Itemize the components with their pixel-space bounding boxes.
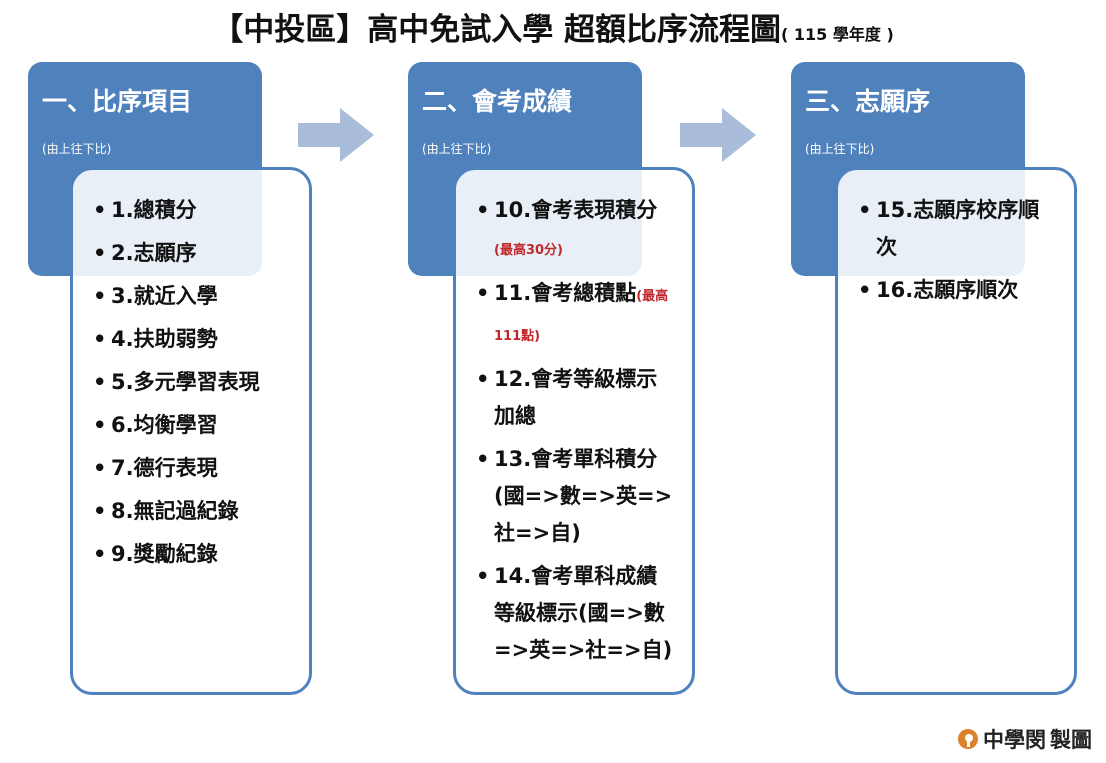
item-text: 15.志願序校序順次 [876, 198, 1040, 259]
item-text: 12.會考等級標示加總 [494, 367, 658, 428]
list-item: 12.會考等級標示加總 [476, 361, 678, 435]
brand-suffix: 製圖 [1050, 728, 1092, 752]
header-title: 一、比序項目 [42, 87, 193, 116]
list-item: 3.就近入學 [93, 278, 295, 315]
list-item: 11.會考總積點(最高111點) [476, 275, 678, 355]
brand-icon [958, 729, 978, 749]
item-text: 9.獎勵紀錄 [111, 542, 218, 566]
list-item: 10.會考表現積分 (最高30分) [476, 192, 678, 269]
arrow-right-icon [680, 108, 756, 162]
list-item: 1.總積分 [93, 192, 295, 229]
list-item: 5.多元學習表現 [93, 364, 295, 401]
list-item: 16.志願序順次 [858, 272, 1060, 309]
item-text: 7.德行表現 [111, 456, 218, 480]
criteria-list: 15.志願序校序順次 16.志願序順次 [838, 170, 1074, 309]
items-box: 10.會考表現積分 (最高30分) 11.會考總積點(最高111點) 12.會考等級標… [453, 167, 695, 695]
brand-logo: 中學閔 製圖 [957, 724, 1092, 754]
brand-name: 中學閔 [983, 728, 1046, 752]
list-item: 13.會考單科積分(國=>數=>英=>社=>自) [476, 441, 678, 552]
item-text: 11.會考總積點 [494, 281, 637, 305]
item-text: 14.會考單科成績等級標示(國=>數=>英=>社=>自) [494, 564, 673, 662]
arrow-right-icon [298, 108, 374, 162]
item-text: 1.總積分 [111, 198, 197, 222]
list-item: 14.會考單科成績等級標示(國=>數=>英=>社=>自) [476, 558, 678, 669]
list-item: 7.德行表現 [93, 450, 295, 487]
title-year: ( 115 學年度 ) [781, 25, 894, 44]
list-item: 4.扶助弱勢 [93, 321, 295, 358]
item-note: (最高30分) [494, 243, 563, 258]
list-item: 6.均衡學習 [93, 407, 295, 444]
item-text: 3.就近入學 [111, 284, 218, 308]
items-box: 15.志願序校序順次 16.志願序順次 [835, 167, 1077, 695]
header-note: (由上往下比) [42, 142, 112, 156]
items-box: 1.總積分 2.志願序 3.就近入學 4.扶助弱勢 5.多元學習表現 6.均衡學習 7.德行… [70, 167, 312, 695]
item-text: 16.志願序順次 [876, 278, 1019, 302]
item-text: 5.多元學習表現 [111, 370, 260, 394]
item-text: 4.扶助弱勢 [111, 327, 218, 351]
list-item: 9.獎勵紀錄 [93, 536, 295, 573]
item-note: (最高111點) [494, 289, 669, 344]
list-item: 2.志願序 [93, 235, 295, 272]
list-item: 15.志願序校序順次 [858, 192, 1060, 266]
item-text: 6.均衡學習 [111, 413, 218, 437]
item-text: 13.會考單科積分(國=>數=>英=>社=>自) [494, 447, 673, 545]
criteria-list: 10.會考表現積分 (最高30分) 11.會考總積點(最高111點) 12.會考等級標… [456, 170, 692, 669]
item-text: 10.會考表現積分 [494, 198, 658, 222]
item-text: 2.志願序 [111, 241, 197, 265]
list-item: 8.無記過紀錄 [93, 493, 295, 530]
title-main: 【中投區】高中免試入學 超額比序流程圖 [212, 12, 782, 48]
header-note: (由上往下比) [805, 142, 875, 156]
header-title: 二、會考成績 [422, 87, 573, 116]
criteria-list: 1.總積分 2.志願序 3.就近入學 4.扶助弱勢 5.多元學習表現 6.均衡學習 7.德行… [73, 170, 309, 573]
item-text: 8.無記過紀錄 [111, 499, 239, 523]
header-title: 三、志願序 [805, 87, 931, 116]
page-title: 【中投區】高中免試入學 超額比序流程圖( 115 學年度 ) [0, 4, 1106, 49]
header-note: (由上往下比) [422, 142, 492, 156]
